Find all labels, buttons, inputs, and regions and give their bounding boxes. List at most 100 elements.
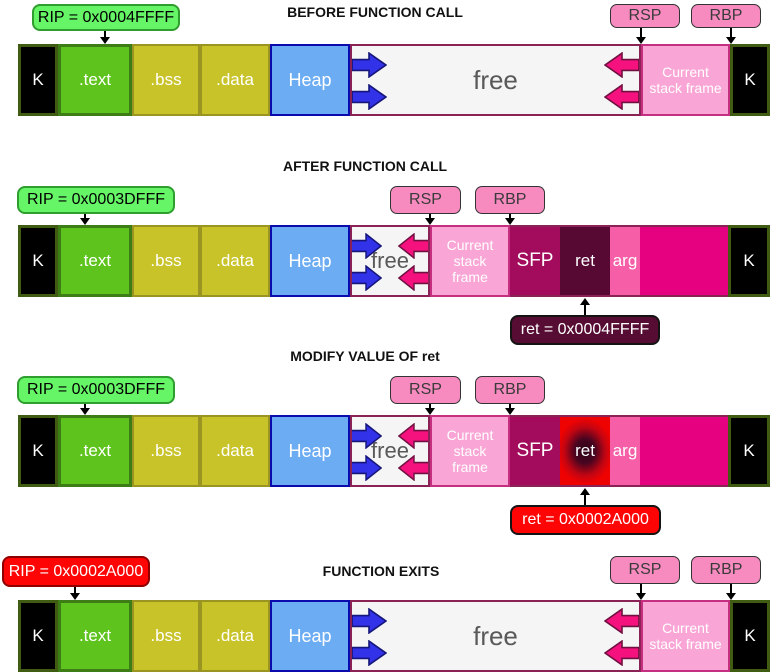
segment-label: K (743, 251, 755, 270)
rsp-register-label: RSP (390, 376, 461, 404)
rbp-pointer-arrowhead-icon (726, 37, 736, 44)
rsp-register-label: RSP (610, 556, 680, 584)
segment-label: .data (216, 70, 254, 89)
segment-label: free (371, 248, 409, 273)
rbp-text: RBP (493, 191, 527, 208)
rip-value-text: RIP = 0x0002A000 (8, 562, 144, 580)
segment-label: K (32, 251, 44, 270)
segment-kernel-right: K (730, 600, 770, 672)
segment-kernel-right: K (728, 225, 770, 297)
rip-register-label: RIP = 0x0004FFFF (32, 4, 180, 31)
segment-current-stack-frame: Current stack frame (641, 44, 730, 116)
rsp-pointer-arrowhead-icon (636, 37, 646, 44)
segment-kernel-left: K (18, 600, 58, 672)
segment-heap: Heap (270, 44, 350, 116)
segment-free: free (350, 44, 641, 116)
rbp-pointer-arrowhead-icon (505, 408, 515, 415)
stack-growth-arrow-icon (398, 265, 428, 291)
rip-pointer-arrowhead-icon (100, 37, 110, 44)
rip-register-label: RIP = 0x0002A000 (2, 556, 150, 587)
segment-label: K (32, 70, 44, 89)
rsp-pointer-line (429, 214, 431, 219)
heap-growth-arrow-icon (352, 423, 382, 449)
segment-data: .data (200, 600, 270, 672)
rsp-register-label: RSP (610, 4, 680, 28)
rip-pointer-line (104, 31, 106, 38)
segment-label: Heap (288, 625, 332, 646)
segment-arg: arg (610, 225, 640, 297)
segment-label: SFP (516, 440, 554, 461)
segment-label: Current stack frame (649, 63, 722, 96)
segment-label: free (371, 438, 409, 463)
segment-label: Current stack frame (446, 426, 494, 476)
segment-label: .bss (150, 626, 182, 645)
segment-label: K (32, 441, 44, 460)
rip-register-label: RIP = 0x0003DFFF (17, 186, 175, 214)
heap-growth-arrow-icon (352, 52, 387, 78)
segment-sfp: SFP (510, 225, 560, 297)
segment-current-stack-frame: Current stack frame (641, 600, 730, 672)
segment-kernel-right: K (728, 415, 770, 487)
segment-sfp: SFP (510, 415, 560, 487)
segment-caller-stack (640, 225, 728, 297)
rsp-text: RSP (628, 7, 662, 24)
rsp-pointer-line (429, 404, 431, 409)
segment-bss: .bss (132, 44, 200, 116)
segment-label: SFP (516, 250, 554, 271)
segment-current-stack-frame: Current stack frame (430, 415, 510, 487)
segment-label: arg (612, 441, 638, 460)
rip-pointer-arrowhead-icon (70, 593, 80, 600)
segment-text: .text (58, 44, 132, 116)
segment-ret-modified: ret (560, 415, 610, 487)
segment-label: K (744, 70, 756, 89)
rbp-register-label: RBP (691, 4, 761, 28)
segment-text: .text (58, 415, 132, 487)
heap-growth-arrow-icon (352, 265, 382, 291)
segment-label: arg (612, 251, 638, 270)
rsp-register-label: RSP (390, 186, 461, 214)
segment-label: Heap (288, 250, 332, 271)
segment-label: .data (216, 626, 254, 645)
segment-label: .bss (150, 441, 182, 460)
stack-growth-arrow-icon (398, 233, 428, 259)
panel-title: BEFORE FUNCTION CALL (287, 4, 463, 20)
segment-arg: arg (610, 415, 640, 487)
ret-value-text: ret = 0x0002A000 (522, 511, 649, 528)
segment-label: .bss (150, 70, 182, 89)
ret-value-label: ret = 0x0002A000 (510, 505, 661, 535)
ret-value-label: ret = 0x0004FFFF (510, 315, 660, 345)
segment-label: free (473, 620, 518, 651)
rip-value-text: RIP = 0x0004FFFF (37, 8, 175, 26)
segment-label: .text (78, 441, 112, 460)
rbp-register-label: RBP (475, 186, 545, 214)
ret-pointer-arrowhead-icon (580, 488, 590, 495)
memory-bar: K .text .bss .data Heap free Current sta… (0, 44, 772, 116)
memory-bar: K .text .bss .data Heap free Current sta… (0, 225, 772, 297)
segment-free: free (350, 225, 430, 297)
segment-data: .data (200, 415, 270, 487)
heap-growth-arrow-icon (352, 640, 387, 666)
segment-label: .bss (150, 251, 182, 270)
ret-value-text: ret = 0x0004FFFF (520, 321, 650, 338)
rsp-text: RSP (409, 191, 442, 208)
segment-kernel-left: K (18, 225, 58, 297)
segment-ret: ret (560, 225, 610, 297)
segment-label: Heap (288, 440, 332, 461)
rbp-text: RBP (709, 7, 743, 24)
stack-growth-arrow-icon (604, 640, 639, 666)
segment-label: Current stack frame (446, 236, 494, 286)
memory-bar: K .text .bss .data Heap free Current sta… (0, 415, 772, 487)
heap-growth-arrow-icon (352, 84, 387, 110)
rip-pointer-line (84, 214, 86, 219)
heap-growth-arrow-icon (352, 233, 382, 259)
segment-caller-stack (640, 415, 728, 487)
panel-title: FUNCTION EXITS (322, 563, 440, 579)
segment-label: .data (216, 251, 254, 270)
stack-growth-arrow-icon (398, 423, 428, 449)
panel-title: MODIFY VALUE OF ret (290, 348, 440, 364)
segment-heap: Heap (270, 415, 350, 487)
rip-pointer-arrowhead-icon (80, 408, 90, 415)
segment-label: .text (78, 70, 112, 89)
rbp-pointer-line (730, 28, 732, 38)
